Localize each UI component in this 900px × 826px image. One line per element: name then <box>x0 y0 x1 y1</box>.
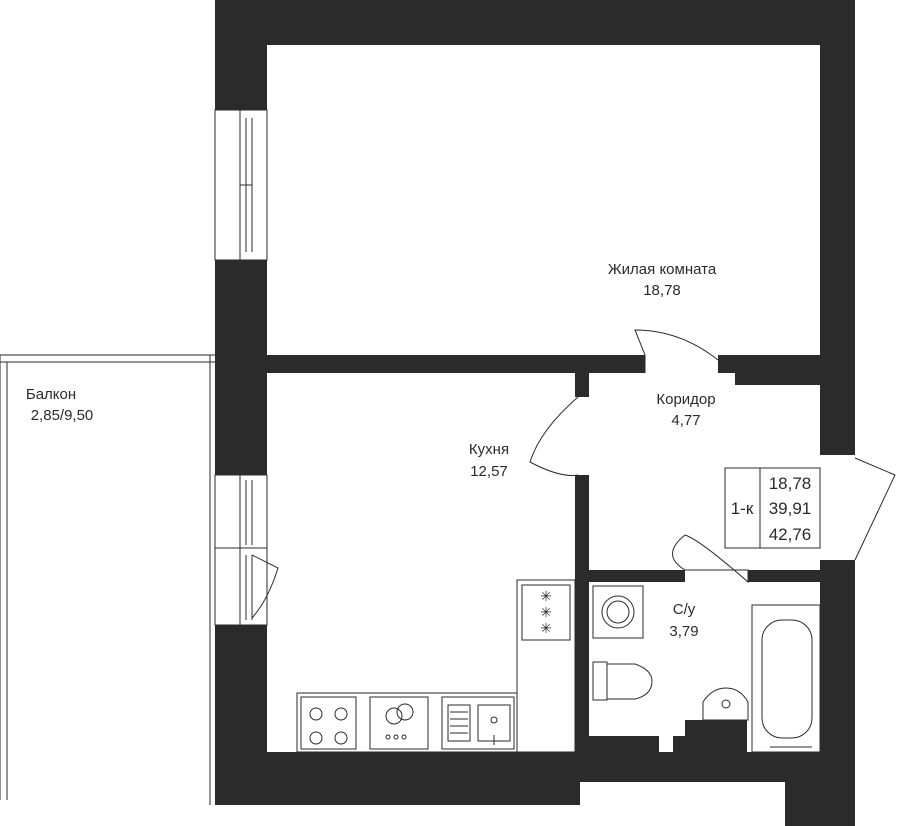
summary-total-with-balcony: 42,76 <box>769 525 812 544</box>
washbasin-icon <box>702 687 749 721</box>
washing-machine-icon <box>369 696 429 750</box>
wall-left-upper <box>215 45 267 110</box>
stove-icon <box>300 696 357 750</box>
door-balcony-swing <box>251 554 279 619</box>
corridor-name: Коридор <box>656 391 715 408</box>
living-room-area: 18,78 <box>643 282 681 299</box>
partition-bath-top-right <box>748 570 855 582</box>
partition-living-corridor <box>718 355 820 373</box>
svg-text:✳: ✳ <box>540 588 552 604</box>
balcony-area: 2,85/9,50 <box>31 407 94 424</box>
partition-bath-top-left <box>589 570 685 582</box>
wall-bath-bottom-pier <box>673 736 685 752</box>
wall-bath-bottom-block <box>685 720 747 752</box>
svg-text:✳: ✳ <box>540 604 552 620</box>
bathtub-icon <box>751 604 821 753</box>
partition-living-kitchen <box>267 355 645 373</box>
wall-bottom-left <box>215 752 580 805</box>
wall-bottom-right <box>785 752 855 826</box>
kitchen-name: Кухня <box>469 441 509 458</box>
apartment-type: 1-к <box>731 499 754 518</box>
sink-icon <box>477 704 511 745</box>
balcony-outline <box>0 354 215 805</box>
wall-left-middle <box>215 260 267 475</box>
door-bath-swing <box>672 534 749 584</box>
wall-top <box>215 0 855 45</box>
svg-text:✳: ✳ <box>540 620 552 636</box>
dishwasher-icon <box>441 696 515 750</box>
summary-living-area: 18,78 <box>769 474 812 493</box>
door-kitchen-swing <box>529 396 579 476</box>
door-living-swing <box>634 329 719 373</box>
walls <box>215 0 855 826</box>
window-living <box>214 109 268 261</box>
wall-right-upper <box>820 45 855 455</box>
bathroom-area: 3,79 <box>669 623 698 640</box>
kitchen-area: 12,57 <box>470 463 508 480</box>
kitchen-counter <box>296 579 576 753</box>
bathroom-name: С/у <box>673 601 696 618</box>
door-entrance-swing <box>854 457 896 561</box>
partition-kitchen-stub-top <box>575 373 589 397</box>
washer-icon <box>592 585 644 639</box>
wall-bath-bottom-left <box>589 736 659 752</box>
summary-box: 1-к 18,78 39,91 42,76 <box>724 467 821 549</box>
balcony-name: Балкон <box>26 386 76 403</box>
toilet-icon <box>592 661 653 701</box>
summary-total-area: 39,91 <box>769 499 812 518</box>
living-room-name: Жилая комната <box>608 261 717 278</box>
partition-corridor-stub <box>735 373 820 385</box>
corridor-area: 4,77 <box>671 412 700 429</box>
cooktop-icon: ✳ ✳ ✳ <box>540 588 552 636</box>
window-kitchen <box>214 474 268 626</box>
partition-kitchen-bath <box>575 475 589 752</box>
